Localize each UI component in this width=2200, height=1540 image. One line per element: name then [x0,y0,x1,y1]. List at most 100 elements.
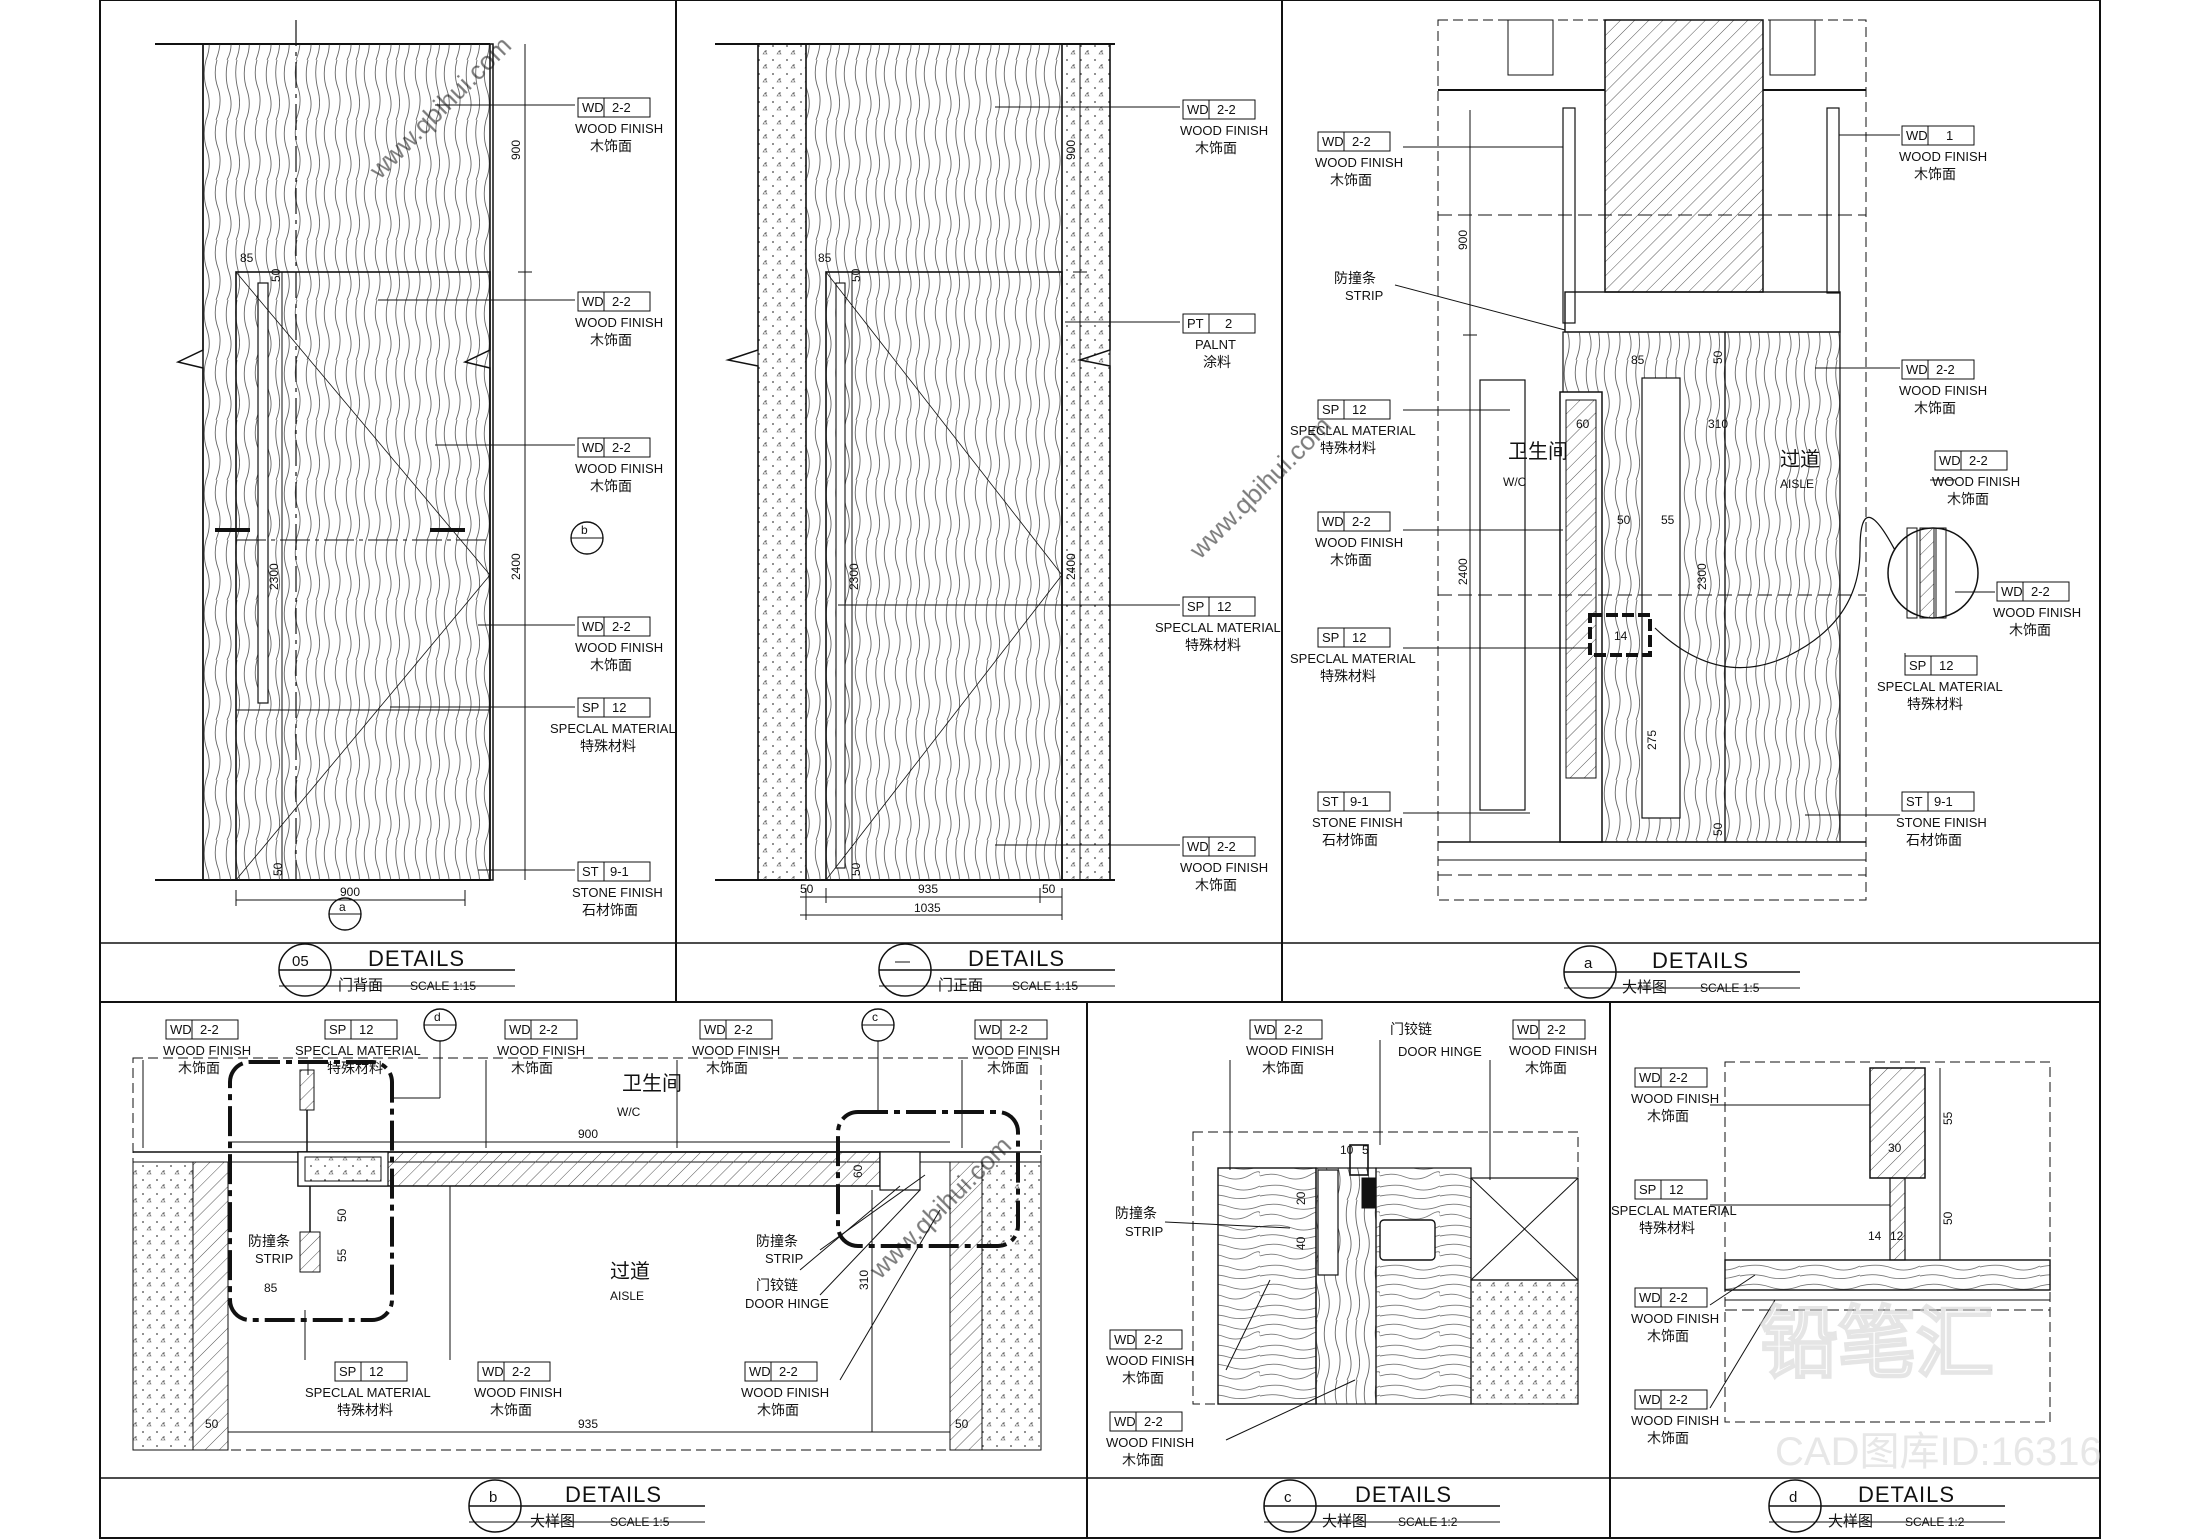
svg-text:SPECLAL MATERIAL: SPECLAL MATERIAL [1155,620,1281,635]
svg-text:2-2: 2-2 [1669,1392,1688,1407]
dim-a-55: 55 [1661,513,1675,527]
title-d-badge: d [1789,1489,1797,1506]
svg-text:SPECLAL MATERIAL: SPECLAL MATERIAL [1877,679,2003,694]
svg-text:12: 12 [359,1022,373,1037]
room-label-aisle-a: 过道 [1780,448,1820,471]
svg-text:WOOD FINISH: WOOD FINISH [1315,155,1403,170]
svg-text:WOOD FINISH: WOOD FINISH [1899,383,1987,398]
svg-text:SPECLAL MATERIAL: SPECLAL MATERIAL [550,721,676,736]
title-c-badge: c [1284,1489,1292,1506]
watermark-brand: 铅笔汇 [1760,1299,1994,1387]
svg-text:12: 12 [1939,658,1953,673]
hinge-label-c: 门铰链 [1390,1021,1432,1037]
title-a-subtitle: 大样图 [1622,979,1667,996]
svg-text:特殊材料: 特殊材料 [1185,637,1241,653]
svg-text:2-2: 2-2 [612,619,631,634]
svg-text:2-2: 2-2 [1936,362,1955,377]
svg-text:石材饰面: 石材饰面 [1906,832,1962,848]
dim-85: 85 [240,251,254,265]
room-label-aisle-en-a: AISLE [1780,477,1814,491]
svg-text:WOOD FINISH: WOOD FINISH [1899,149,1987,164]
svg-text:WD: WD [979,1022,1001,1037]
dim-a-14: 14 [1614,629,1628,643]
svg-text:WD: WD [1639,1392,1661,1407]
svg-text:WD: WD [1517,1022,1539,1037]
dim-b-50: 50 [335,1208,349,1222]
svg-text:WD: WD [509,1022,531,1037]
hinge-label-b: 门铰链 [756,1277,798,1293]
hinge-label-en-b: DOOR HINGE [745,1296,829,1311]
svg-text:特殊材料: 特殊材料 [1320,440,1376,456]
svg-text:SP: SP [1322,630,1339,645]
dim-900-upper: 900 [509,140,523,160]
svg-text:SP: SP [339,1364,356,1379]
dim-a-275: 275 [1645,730,1659,750]
strip-label-a: 防撞条 [1334,270,1376,286]
svg-text:WOOD FINISH: WOOD FINISH [1631,1413,1719,1428]
svg-text:WD: WD [1939,453,1961,468]
title-05-subtitle: 门背面 [338,977,383,994]
title-a-badge: a [1584,955,1593,972]
svg-text:2-2: 2-2 [1669,1070,1688,1085]
svg-text:木饰面: 木饰面 [1914,400,1956,416]
svg-text:WOOD FINISH: WOOD FINISH [497,1043,585,1058]
section-marker-a: a [339,900,346,914]
dim-900-width: 900 [340,885,360,899]
svg-text:SPECLAL MATERIAL: SPECLAL MATERIAL [305,1385,431,1400]
svg-text:特殊材料: 特殊材料 [1639,1220,1695,1236]
svg-text:WOOD FINISH: WOOD FINISH [163,1043,251,1058]
svg-text:2: 2 [1225,316,1232,331]
svg-text:WD: WD [1639,1070,1661,1085]
title-block-05: 05 DETAILS 门背面 SCALE 1:15 [278,943,515,997]
room-label-wc-a: 卫生间 [1508,440,1568,463]
title-d-text: DETAILS [1858,1482,1955,1507]
svg-text:WOOD FINISH: WOOD FINISH [1106,1435,1194,1450]
panel-dash-door-front-elevation: 900 2400 2300 85 50 50 50 935 50 1035 WD… [715,43,1281,920]
svg-text:PT: PT [1187,316,1204,331]
dim-b-85: 85 [264,1281,278,1295]
svg-text:木饰面: 木饰面 [1914,166,1956,182]
svg-text:木饰面: 木饰面 [590,332,632,348]
title-d-scale: SCALE 1:2 [1905,1515,1965,1529]
dim-50-front-top: 50 [849,268,863,282]
dim-a-310: 310 [1708,417,1728,431]
svg-text:特殊材料: 特殊材料 [327,1060,383,1076]
svg-text:PALNT: PALNT [1195,337,1236,352]
watermark-id: CAD图库ID:16316 [1775,1430,2102,1474]
svg-text:WD: WD [1114,1332,1136,1347]
svg-text:WOOD FINISH: WOOD FINISH [1631,1311,1719,1326]
svg-text:SP: SP [582,700,599,715]
svg-text:9-1: 9-1 [610,864,629,879]
svg-text:SPECLAL MATERIAL: SPECLAL MATERIAL [1290,423,1416,438]
dim-c-40: 40 [1294,1236,1308,1250]
svg-text:WOOD FINISH: WOOD FINISH [575,121,663,136]
dim-a-50-mid: 50 [1617,513,1631,527]
svg-text:2-2: 2-2 [1009,1022,1028,1037]
svg-text:WD: WD [704,1022,726,1037]
svg-text:WD: WD [1322,514,1344,529]
svg-text:木饰面: 木饰面 [1195,140,1237,156]
panel-05-door-back-elevation: 900 2400 2300 85 50 50 900 a b [155,20,604,931]
title-block-b: b DETAILS 大样图 SCALE 1:5 [468,1479,705,1533]
dim-2400: 2400 [509,553,523,580]
svg-text:SP: SP [1639,1182,1656,1197]
dim-b-50-right: 50 [955,1417,969,1431]
dim-50-front-right: 50 [1042,882,1056,896]
title-b-badge: b [489,1489,497,1506]
dim-a-50-bottom: 50 [1711,822,1725,836]
svg-text:WD: WD [2001,584,2023,599]
svg-text:2-2: 2-2 [1217,839,1236,854]
title-b-scale: SCALE 1:5 [610,1515,670,1529]
title-block-d: d DETAILS 大样图 SCALE 1:2 [1768,1479,2005,1533]
